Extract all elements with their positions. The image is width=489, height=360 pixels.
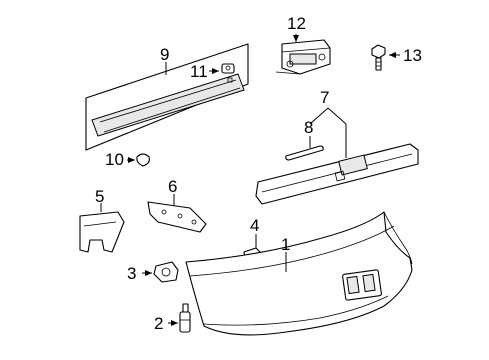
callout-13: 13 xyxy=(403,46,422,65)
callout-8: 8 xyxy=(304,118,313,137)
part-6-side-bracket[interactable] xyxy=(147,201,207,233)
callout-1: 1 xyxy=(281,235,290,254)
callout-4: 4 xyxy=(250,216,259,235)
callout-7: 7 xyxy=(320,88,329,107)
callout-2: 2 xyxy=(154,314,163,333)
part-10-fastener[interactable] xyxy=(136,153,150,167)
part-5-guard[interactable] xyxy=(79,211,125,253)
part-9-reinforcement-panel[interactable] xyxy=(85,43,249,151)
callout-6: 6 xyxy=(168,177,177,196)
part-2-sensor[interactable] xyxy=(179,303,191,333)
part-3-sensor-bracket[interactable] xyxy=(153,261,179,283)
callout-5: 5 xyxy=(95,187,104,206)
callout-12: 12 xyxy=(287,14,306,33)
part-7-absorber[interactable] xyxy=(255,143,419,205)
callout-9: 9 xyxy=(160,45,169,64)
leader-7b xyxy=(327,107,347,125)
callout-3: 3 xyxy=(127,264,136,283)
part-13-bolt[interactable] xyxy=(371,44,386,71)
part-8-rod[interactable] xyxy=(285,145,324,161)
part-12-bracket[interactable] xyxy=(275,39,331,75)
part-11-clip[interactable] xyxy=(221,63,235,74)
callout-11: 11 xyxy=(190,62,208,81)
callout-10: 10 xyxy=(105,150,124,169)
part-1-bumper-cover[interactable] xyxy=(185,211,413,336)
leader-7a xyxy=(309,107,329,125)
